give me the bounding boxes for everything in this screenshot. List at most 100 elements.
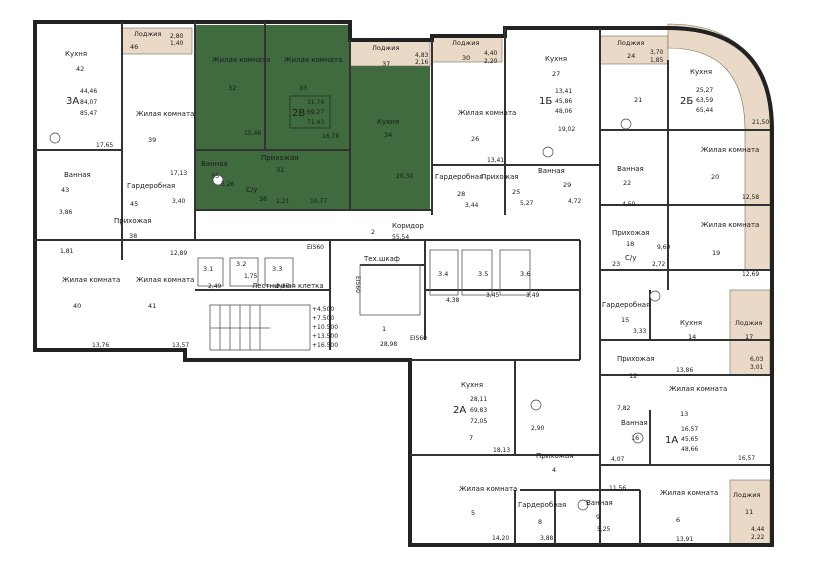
room-corridor-2-name: Коридор [392, 222, 424, 230]
room-wardrobe-45-num: 45 [130, 200, 138, 208]
area-l5: 14,20 [492, 535, 509, 542]
room-bath-29-num: 29 [563, 181, 571, 189]
room-living-41-num: 41 [148, 302, 156, 310]
area-l19: 12,69 [742, 271, 759, 278]
room-living-20-name: Жилая комната [701, 146, 759, 154]
apartment-3a-label[interactable]: 3А 44,46 84,07 85,47 [66, 88, 97, 117]
room-bath-16-num: 16 [631, 434, 639, 442]
room-wardrobe-15-name: Гардеробная [602, 301, 650, 309]
apartment-1a-code: 1А [665, 435, 678, 446]
loggia-11-num: 11 [745, 508, 753, 516]
room-kitchen-42-name: Кухня [65, 50, 87, 58]
room-living-19-name: Жилая комната [701, 221, 759, 229]
loggia-37-num: 37 [382, 60, 390, 68]
area-r31: 2,49 [208, 283, 222, 290]
loggia-46-name: Лоджия [134, 30, 161, 38]
loggia-46-num: 46 [130, 43, 138, 51]
room-living-13-num: 13 [680, 410, 688, 418]
loggia-30-num: 30 [462, 54, 470, 62]
loggia-11-floor [729, 479, 771, 546]
area-r34: 4,38 [446, 297, 460, 304]
room-hall-38-num: 38 [129, 232, 137, 240]
room-living-20-num: 20 [711, 173, 719, 181]
room-hall-38-name: Прихожая [114, 217, 152, 225]
staircase [209, 304, 311, 351]
room-living-40-name: Жилая комната [62, 276, 120, 284]
room-living-6-num: 6 [676, 516, 680, 524]
room-living-26-num: 26 [471, 135, 479, 143]
area-h18: 9,60 [657, 244, 671, 251]
fire-door-label-3: EIS60 [410, 335, 427, 342]
area-h25: 5,27 [520, 200, 534, 207]
room-wc-36-num: 36 [259, 195, 267, 203]
area-b9: 5,25 [597, 526, 611, 533]
apartment-2bb-a1: 25,27 [696, 87, 713, 94]
apartment-2bb-code: 2Б [680, 96, 693, 107]
room-bath-29-name: Ванная [538, 167, 565, 175]
room-living-26-name: Жилая комната [458, 109, 516, 117]
code-r35: 3.5 [478, 270, 488, 278]
area-r32: 1,75 [244, 273, 258, 280]
room-wardrobe-8-name: Гардеробная [518, 501, 566, 509]
loggia-37-area2: 2,16 [415, 59, 429, 66]
room-techroom-name: Тех.шкаф [363, 255, 400, 263]
apartment-1b-code: 1Б [539, 96, 552, 107]
loggia-11-area2: 2,22 [751, 534, 765, 541]
area-h38: 12,89 [170, 250, 187, 257]
room-bath-35-name: Ванная [201, 160, 228, 168]
area-b7: 2,90 [531, 425, 545, 432]
room-kitchen-14-num: 14 [688, 333, 696, 341]
code-r31: 3.1 [203, 265, 213, 273]
area-b29: 4,72 [568, 198, 582, 205]
apartment-2b-label[interactable]: 2В 31,74 69,27 71,43 [289, 95, 331, 129]
level-5: +16.500 [312, 342, 338, 349]
room-living-33-name: Жилая комната [284, 56, 342, 64]
room-hall-31-name: Прихожая [261, 154, 299, 162]
room-living-32-name: Жилая комната [212, 56, 270, 64]
area-w45: 3,40 [172, 198, 186, 205]
area-w8: 3,88 [540, 535, 554, 542]
room-hall-12-name: Прихожая [617, 355, 655, 363]
apartment-1b-a1: 13,41 [555, 88, 572, 95]
apartment-1a-label[interactable]: 1А 16,57 45,65 48,66 [665, 426, 698, 453]
area-k7: 18,13 [493, 447, 510, 454]
room-living-39-num: 39 [148, 136, 156, 144]
area-s1: 28,98 [380, 341, 397, 348]
room-living-32-num: 32 [228, 84, 236, 92]
apartment-1b-a3: 48,06 [555, 108, 572, 115]
loggia-24-area2: 1,85 [650, 57, 664, 64]
level-1: +4.500 [312, 306, 334, 313]
area-l33: 16,78 [322, 133, 339, 140]
area-wc36: 2,21 [276, 198, 290, 205]
apartment-2a-label[interactable]: 2А 28,11 69,83 72,05 [453, 396, 487, 425]
area-k42: 17,65 [96, 142, 113, 149]
code-r32: 3.2 [236, 260, 246, 268]
area-b43b: 1,81 [60, 248, 74, 255]
area-l39: 17,13 [170, 170, 187, 177]
apartment-1b-label[interactable]: 1Б 13,41 45,86 48,06 [539, 88, 572, 115]
loggia-17-area2: 3,01 [750, 364, 764, 371]
apartment-2a-code: 2А [453, 405, 466, 416]
loggia-46-area2: 1,40 [170, 40, 184, 47]
area-r35: 3,45 [486, 292, 500, 299]
room-kitchen-42-num: 42 [76, 65, 84, 73]
loggia-24-area: 3,70 [650, 49, 664, 56]
apartment-2bb-label[interactable]: 2Б 25,27 63,59 65,44 [680, 87, 713, 114]
loggia-30-area: 4,40 [484, 50, 498, 57]
room-wardrobe-45-name: Гардеробная [127, 182, 175, 190]
area-b43: 3,86 [59, 209, 73, 216]
room-stair-name: Лестничная клетка [252, 282, 324, 290]
room-living-40-num: 40 [73, 302, 81, 310]
apartment-3a-a1: 44,46 [80, 88, 97, 95]
area-r36: 3,49 [526, 292, 540, 299]
loggia-17-floor [729, 289, 771, 376]
apartment-2b-a2: 69,27 [307, 109, 324, 116]
fixtures [49, 118, 661, 511]
loggia-30-area2: 2,20 [484, 58, 498, 65]
level-2: +7.500 [312, 315, 334, 322]
apartment-3a-a3: 85,47 [80, 110, 97, 117]
area-wc23: 2,72 [652, 261, 666, 268]
room-hall-18-name: Прихожая [612, 229, 650, 237]
area-h31: 10,77 [310, 198, 327, 205]
room-kitchen-34-num: 34 [384, 131, 392, 139]
